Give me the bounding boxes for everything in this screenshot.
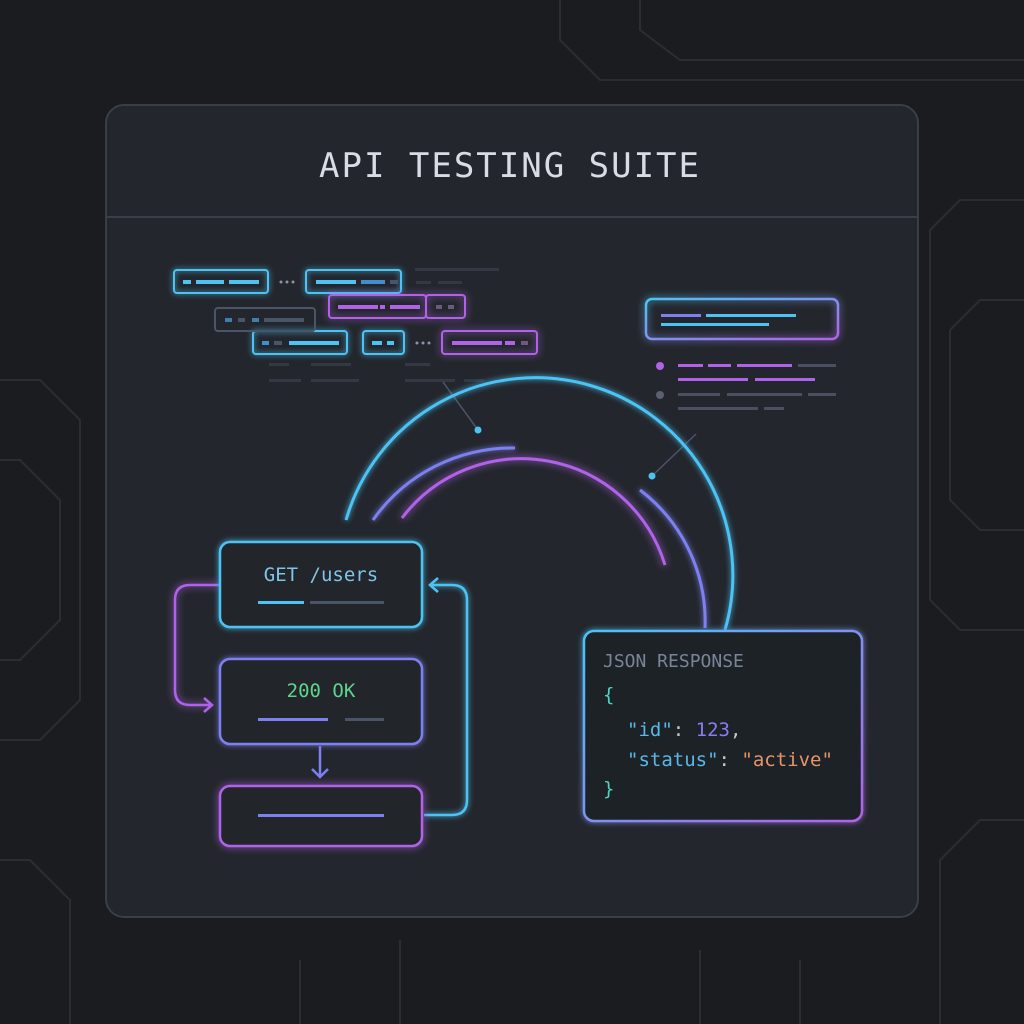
- window-title: API TESTING SUITE: [319, 146, 701, 186]
- request-flow: [173, 540, 469, 848]
- json-value: "active": [741, 749, 833, 771]
- json-key: "id": [627, 719, 673, 741]
- request-box: [218, 540, 424, 629]
- endpoint-card: [644, 297, 840, 477]
- json-response-box: [582, 629, 864, 823]
- status-box: [218, 657, 424, 746]
- request-token-blocks: [173, 268, 538, 431]
- open-brace: {: [603, 684, 614, 706]
- json-value: 123: [696, 719, 730, 741]
- request-label: GET /users: [264, 564, 378, 586]
- connection-arcs: [344, 376, 735, 631]
- json-line-id: "id": 123,: [627, 719, 741, 741]
- response-title: JSON RESPONSE: [603, 651, 744, 672]
- close-brace: }: [603, 778, 614, 800]
- json-key: "status": [627, 749, 719, 771]
- json-trail: ,: [730, 719, 741, 741]
- json-sep: :: [673, 719, 696, 741]
- status-label: 200 OK: [287, 680, 356, 702]
- json-sep: :: [719, 749, 742, 771]
- json-line-status: "status": "active": [627, 749, 833, 771]
